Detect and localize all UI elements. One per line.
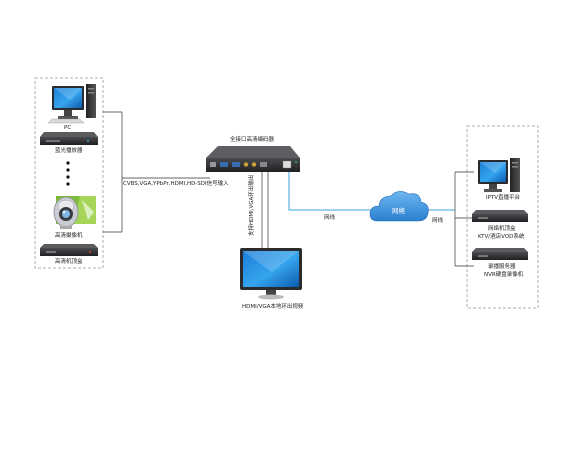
iptv-label: IPTV直播平台 (486, 195, 521, 201)
monitor-label: HDMI/VGA本地环出视频 (242, 304, 304, 310)
stb-label-line1: 网络机顶盒 (488, 226, 516, 232)
monitor-device (240, 248, 302, 300)
pc-label: PC (64, 125, 72, 131)
encoder-device (206, 146, 300, 172)
cable-right-label: 网线 (432, 218, 444, 224)
hd-settop-device (40, 244, 98, 256)
nvr-device (472, 248, 528, 260)
nvr-label-line2: NVR硬盘录像机 (484, 272, 524, 278)
network-lines (288, 168, 455, 211)
camera-label: 高清摄像机 (55, 233, 83, 239)
more-devices-dots (66, 161, 70, 186)
loop-out-vertical-label: 支持HDMI,VGA环出输出 (249, 174, 255, 236)
network-cloud (369, 191, 429, 222)
output-group-border (466, 125, 539, 309)
bluray-player-device (40, 132, 98, 145)
hd-camera-device (53, 196, 96, 229)
iptv-pc-device (478, 158, 520, 192)
encoder-title: 全接口高清编码器 (230, 137, 275, 143)
input-connector-lines (103, 111, 210, 233)
bluray-label: 蓝光播放器 (55, 148, 83, 154)
stb-label-line2: KTV/酒店VOD系统 (478, 234, 525, 240)
loop-out-lines (261, 172, 269, 248)
output-connector-lines (454, 171, 474, 267)
signal-input-label: CVBS,VGA,YPbPr,HDMI,HD-SDI信号输入 (123, 181, 229, 187)
nvr-label-line1: 录播服务器 (488, 264, 516, 270)
cloud-label: 网络 (392, 207, 405, 215)
input-group-border (34, 77, 104, 269)
settop-label: 高清机顶盒 (55, 259, 83, 265)
cable-left-label: 网线 (324, 215, 336, 221)
network-stb-device (472, 210, 528, 222)
pc-device (47, 84, 96, 124)
